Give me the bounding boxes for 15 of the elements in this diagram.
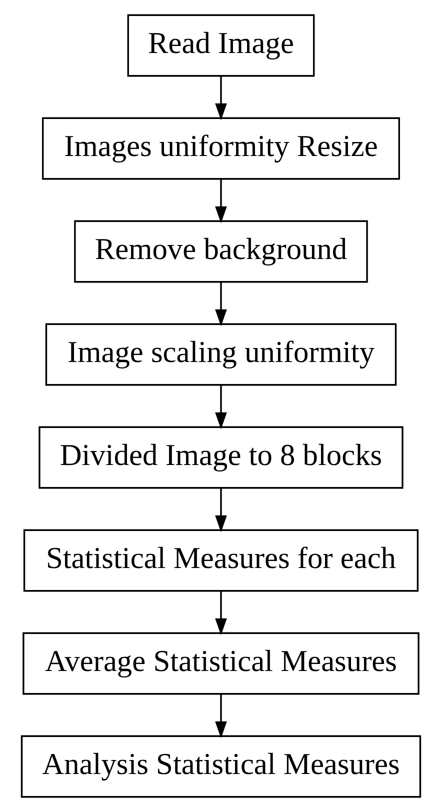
arrow: [215, 76, 227, 120]
node-box: Average Statistical Measures: [22, 632, 420, 695]
node-box: Statistical Measures for each: [23, 529, 419, 592]
arrow: [215, 282, 227, 326]
arrow: [215, 694, 227, 738]
node-box: Read Image: [127, 14, 315, 77]
node-box: Remove background: [74, 220, 368, 283]
node-box: Divided Image to 8 blocks: [38, 426, 404, 489]
arrow: [215, 591, 227, 636]
arrow: [215, 385, 227, 430]
node-box: Image scaling uniformity: [45, 323, 397, 386]
node-box: Analysis Statistical Measures: [20, 735, 422, 798]
arrow: [215, 488, 227, 532]
node-box: Images uniformity Resize: [42, 117, 400, 180]
arrow: [215, 179, 227, 224]
